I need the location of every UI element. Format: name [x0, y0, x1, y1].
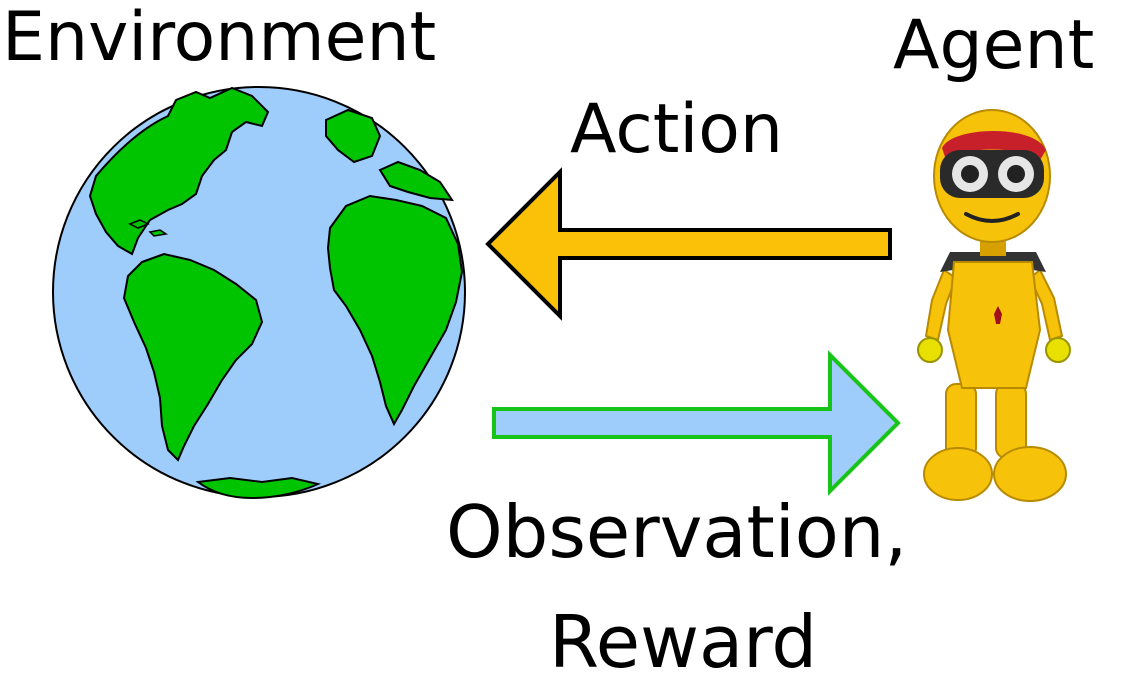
globe-icon	[52, 86, 466, 500]
observation-label: Observation,	[446, 490, 908, 574]
globe-continent-greenland	[325, 108, 382, 164]
agent-label: Agent	[893, 6, 1095, 85]
robot-pupil-left	[961, 165, 979, 183]
robot-cap	[942, 131, 1046, 160]
globe-continent-antarctica	[195, 476, 322, 500]
robot-icon	[917, 109, 1071, 502]
action-label: Action	[570, 90, 783, 169]
robot-mouth	[964, 212, 1020, 223]
action-arrow	[485, 167, 892, 321]
robot-foot-left	[923, 447, 993, 501]
robot-leg-left	[945, 383, 977, 459]
environment-label: Environment	[2, 0, 437, 77]
robot-foot-right	[993, 446, 1067, 502]
observation-arrow	[492, 350, 901, 496]
globe-islands	[128, 219, 168, 237]
globe-continent-north-america	[88, 86, 270, 256]
reward-label: Reward	[549, 600, 818, 684]
robot-chest-emblem	[994, 306, 1002, 324]
globe-continent-south-america	[122, 252, 264, 462]
robot-torso	[946, 261, 1042, 389]
globe-continent-africa	[326, 194, 464, 427]
robot-hand-right	[1045, 337, 1071, 363]
globe-continent-europe	[378, 160, 454, 202]
robot-pupil-right	[1007, 165, 1025, 183]
robot-hand-left	[917, 337, 943, 363]
